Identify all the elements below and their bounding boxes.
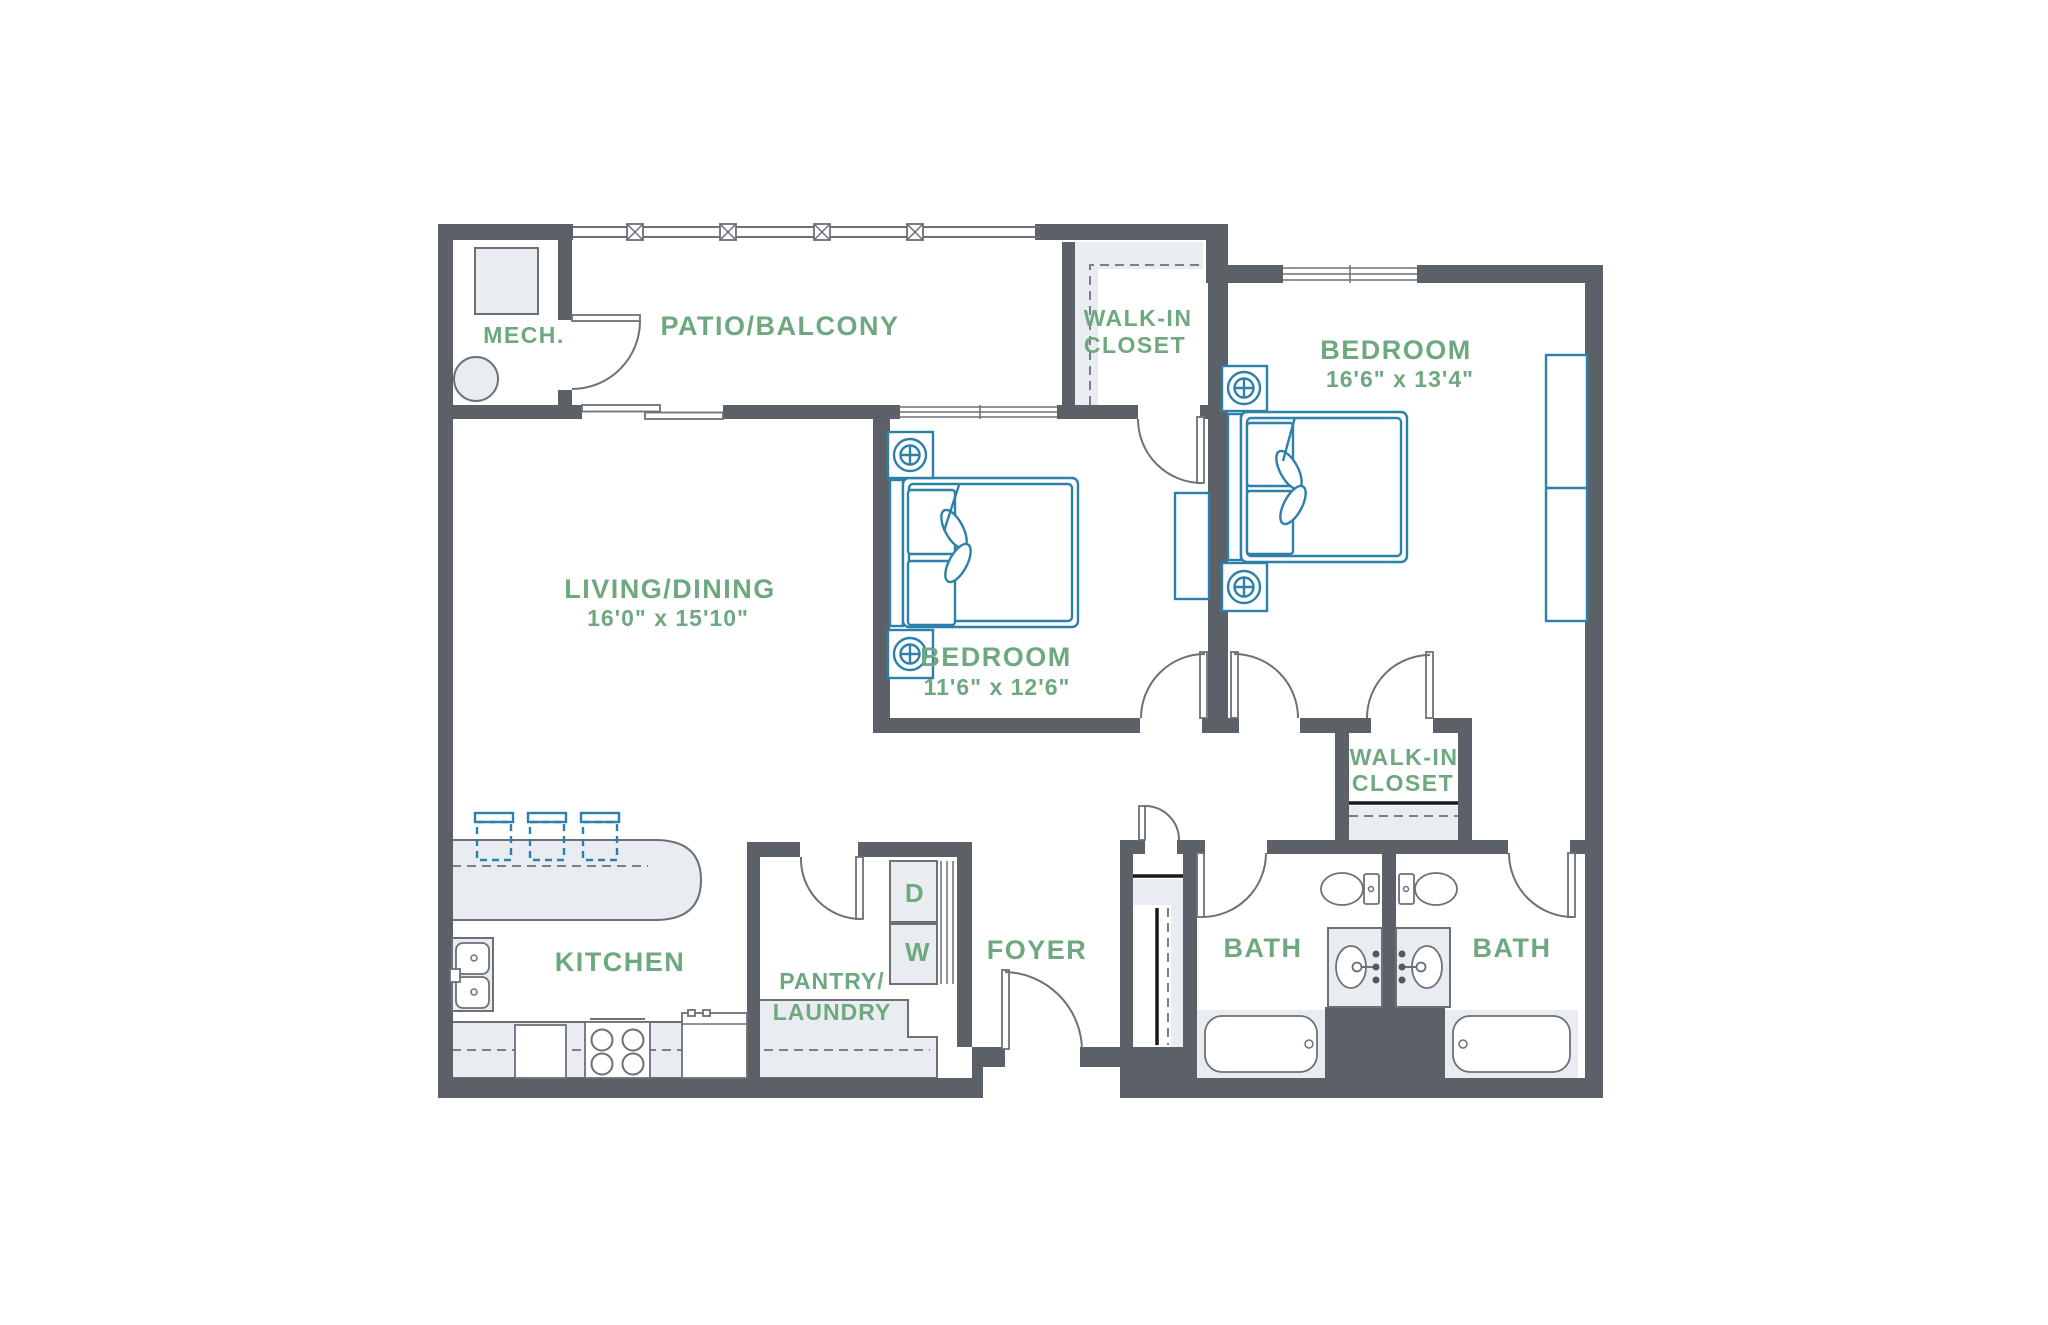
door-swing xyxy=(1230,651,1299,719)
door-swing xyxy=(1138,805,1180,841)
bathtub-icon xyxy=(1197,1010,1325,1078)
walkin-closet-mid-label-1: WALK-IN xyxy=(1350,744,1459,770)
lamp-icon xyxy=(1226,569,1262,605)
bathtub-icon xyxy=(1445,1010,1578,1078)
dryer-icon xyxy=(889,860,938,923)
bedroom-middle-label: BEDROOM xyxy=(920,642,1072,672)
lamp-icon xyxy=(892,437,928,473)
walkin-closet-mid-label-2: CLOSET xyxy=(1352,770,1454,796)
wardrobe-icon xyxy=(1544,353,1589,623)
kitchen-peninsula-counter xyxy=(444,839,703,921)
door-swing xyxy=(1140,651,1208,719)
balcony-railing xyxy=(573,223,1040,241)
living-dining-dims: 16'0" x 15'10" xyxy=(587,605,749,631)
bedroom-right-label: BEDROOM xyxy=(1320,335,1472,365)
door-swing xyxy=(799,856,864,920)
closet-shelf xyxy=(1133,879,1183,905)
bath-fixtures xyxy=(1197,872,1578,1078)
door-swing xyxy=(1001,969,1083,1050)
door-swing xyxy=(1196,852,1267,918)
closet-shelf xyxy=(1349,806,1458,840)
nightstand-icon xyxy=(886,430,935,480)
mech-label: MECH. xyxy=(483,322,565,348)
door-swing xyxy=(1366,651,1434,719)
window xyxy=(900,405,1057,419)
dishwasher-icon xyxy=(514,1024,567,1079)
bedroom-middle-dims: 11'6" x 12'6" xyxy=(924,674,1071,700)
door-swing xyxy=(571,314,641,390)
vanity-sink-icon xyxy=(1395,927,1451,1008)
pantry-label-2: LAUNDRY xyxy=(773,999,892,1025)
dresser-icon xyxy=(1173,491,1211,601)
living-dining-label: LIVING/DINING xyxy=(564,574,776,604)
nightstand-icon xyxy=(1220,364,1269,413)
sliding-door xyxy=(581,404,724,420)
walkin-closet-top-label-2: CLOSET xyxy=(1084,332,1186,358)
patio-label: PATIO/BALCONY xyxy=(661,311,900,341)
bedroom-right-dims: 16'6" x 13'4" xyxy=(1326,366,1474,392)
walkin-closet-top-label-1: WALK-IN xyxy=(1084,305,1193,331)
closet-floor xyxy=(1098,269,1203,405)
pantry-label-1: PANTRY/ xyxy=(779,968,884,994)
mech-fixtures xyxy=(453,247,539,402)
bed-icon xyxy=(888,476,1080,629)
toilet-icon xyxy=(1398,872,1458,906)
bar-stool-icon xyxy=(526,811,568,862)
hvac-unit-icon xyxy=(474,247,539,315)
washer-label: W xyxy=(905,937,931,967)
refrigerator-icon xyxy=(681,1009,748,1079)
bar-stool-icon xyxy=(579,811,621,862)
water-heater-icon xyxy=(453,356,499,402)
closet-shelf-dashed-line xyxy=(1089,264,1203,405)
laundry-units xyxy=(889,860,954,985)
railing-post-icon xyxy=(626,223,924,241)
bed-icon xyxy=(1226,410,1409,564)
door-swing xyxy=(1508,852,1576,918)
closet-shelf xyxy=(1171,905,1183,1047)
windows xyxy=(581,265,1417,420)
lamp-icon xyxy=(1226,370,1262,406)
closet-fittings xyxy=(1133,801,1458,1047)
washer-icon xyxy=(889,923,938,985)
nightstand-icon xyxy=(886,628,935,680)
bedroom-furniture xyxy=(473,353,1589,862)
doors xyxy=(571,314,1576,1050)
kitchen-label: KITCHEN xyxy=(555,947,686,977)
nightstand-icon xyxy=(1220,561,1269,613)
kitchen-sink-icon xyxy=(449,937,494,1012)
lamp-icon xyxy=(892,636,928,672)
room-labels: MECH. PATIO/BALCONY WALK-IN CLOSET BEDRO… xyxy=(483,305,1552,1025)
bath-right-label: BATH xyxy=(1473,933,1552,963)
floor-fills xyxy=(1075,242,1203,405)
kitchen-appliances xyxy=(449,937,748,1079)
walls xyxy=(438,224,1603,1098)
bar-stool-icon xyxy=(473,811,515,862)
bath-left-label: BATH xyxy=(1224,933,1303,963)
stove-icon xyxy=(584,1018,651,1079)
toilet-icon xyxy=(1320,872,1380,906)
foyer-label: FOYER xyxy=(987,935,1088,965)
dryer-label: D xyxy=(905,878,925,908)
window xyxy=(1283,265,1417,283)
vanity-sink-icon xyxy=(1327,927,1383,1008)
door-swing xyxy=(1137,416,1205,484)
